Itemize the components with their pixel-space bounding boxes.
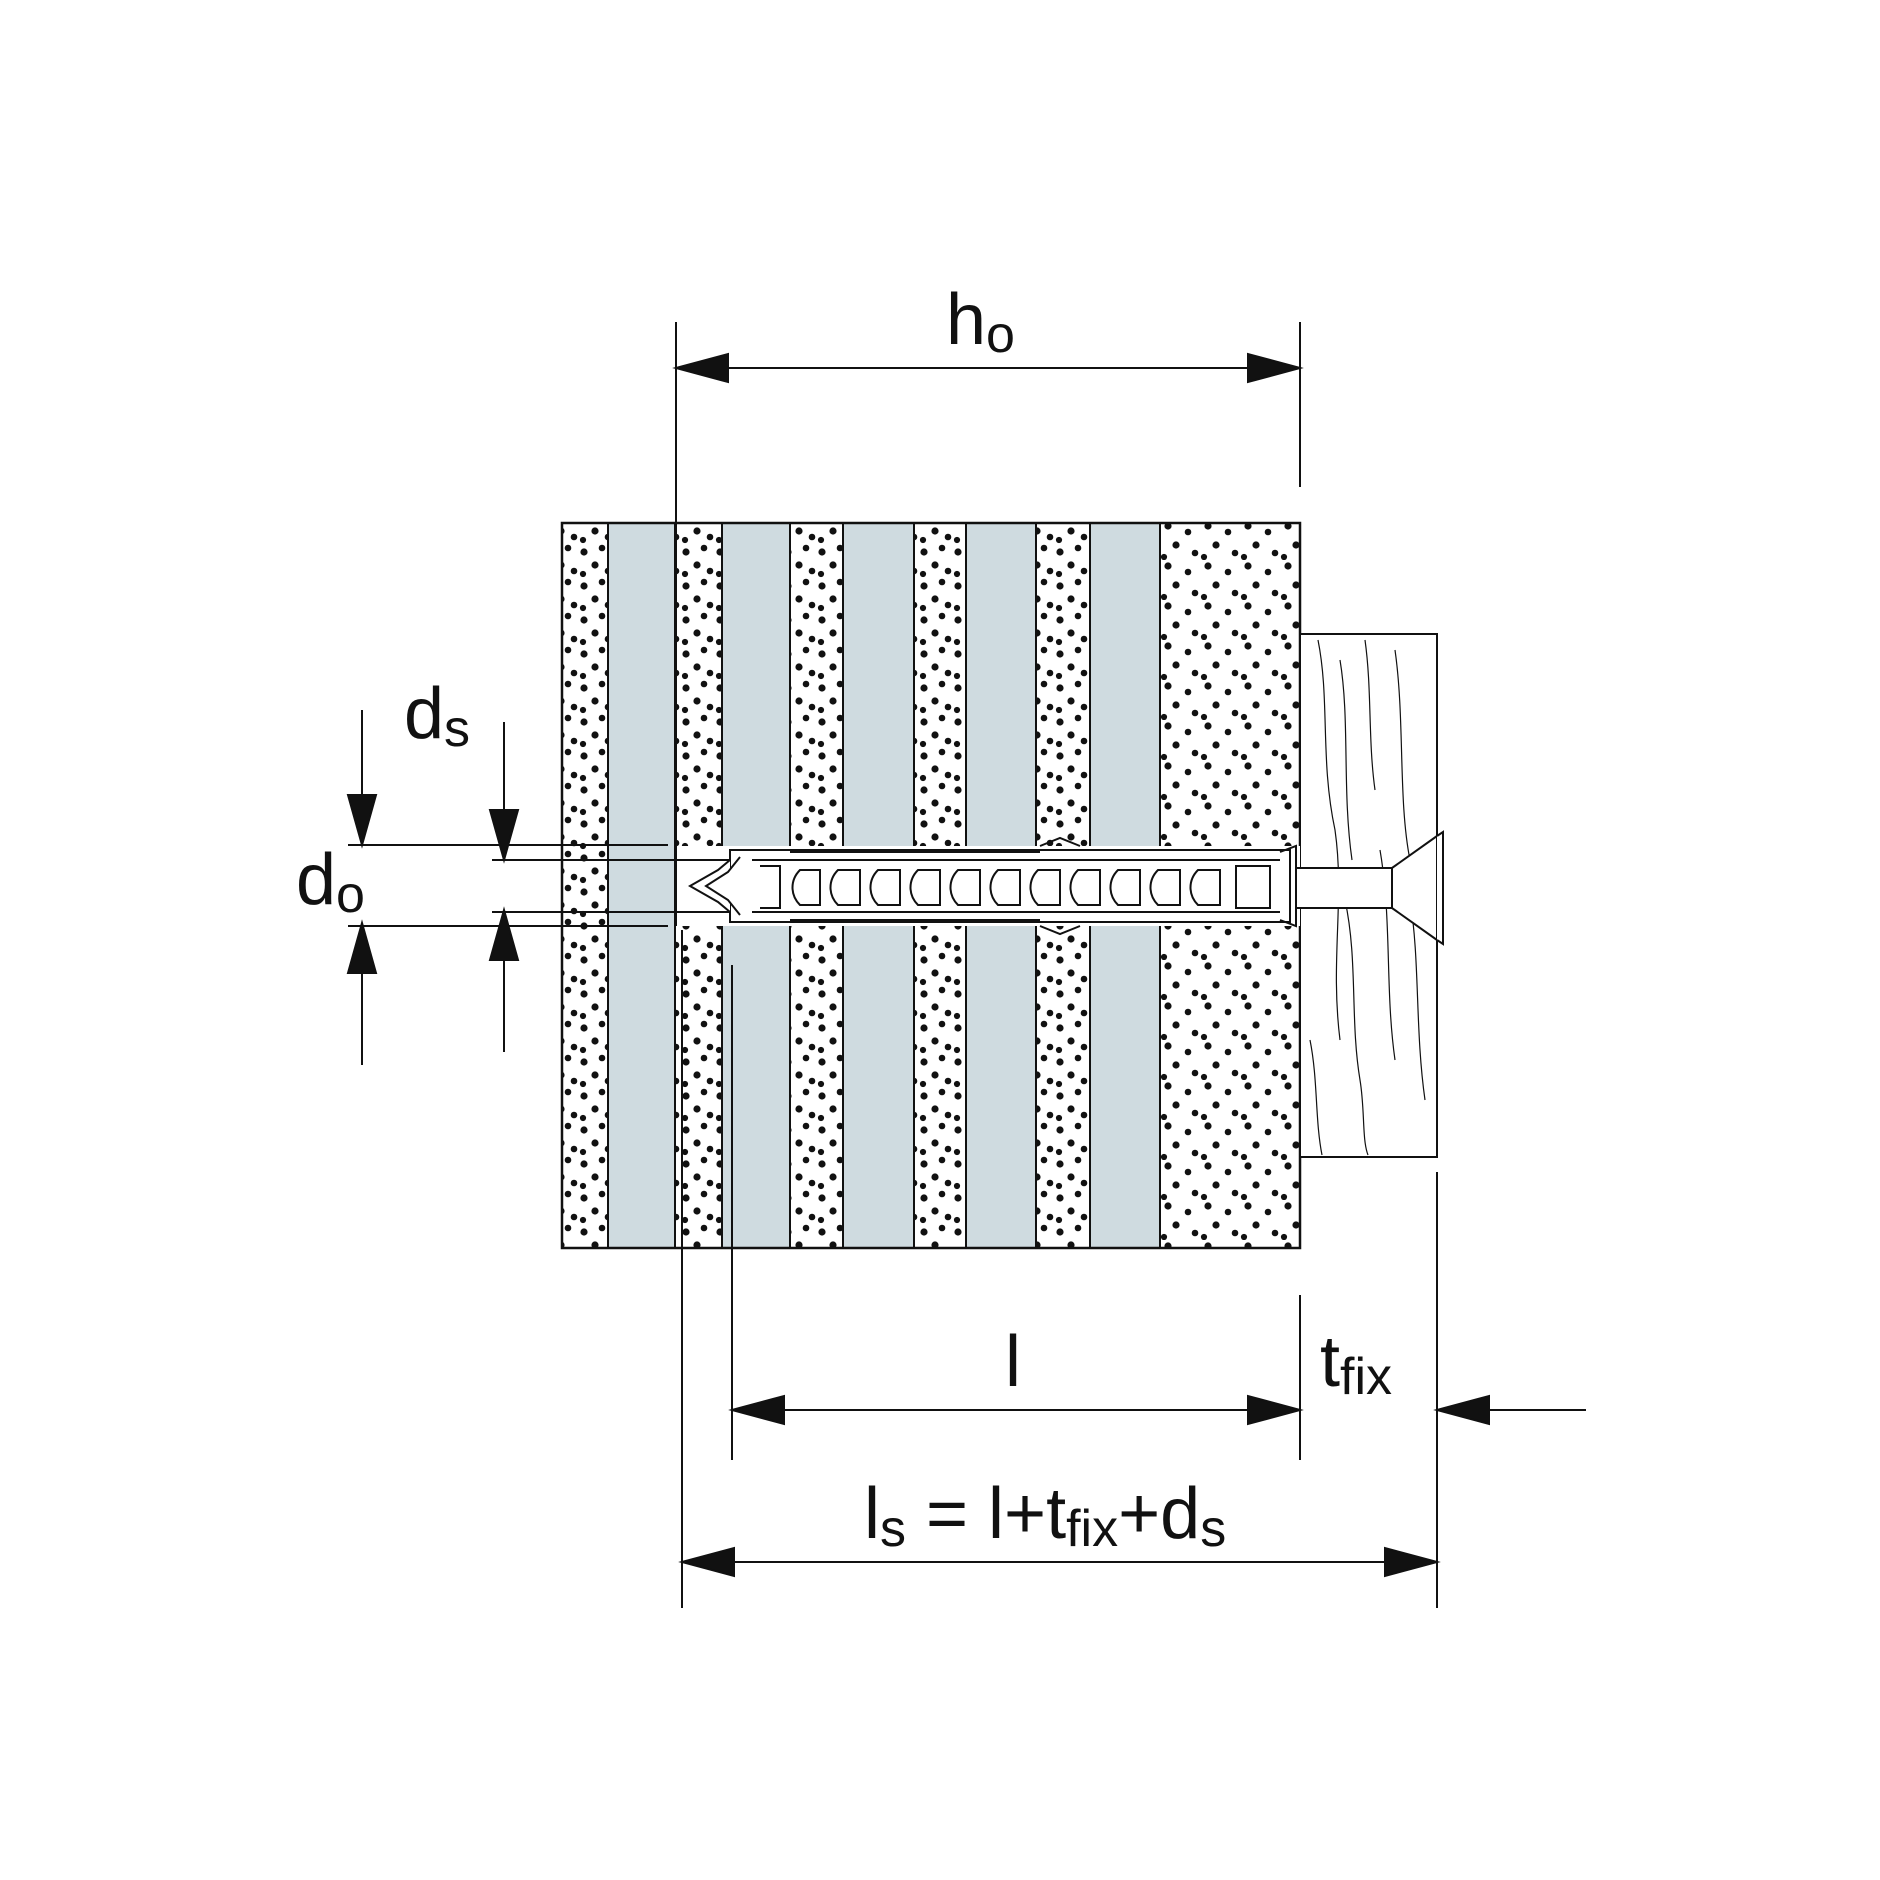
label-l: l — [1005, 1322, 1021, 1402]
dimension-lines — [346, 322, 1586, 1608]
wall-plug — [687, 836, 1297, 936]
label-h0: ho — [946, 280, 1015, 364]
countersunk-screw — [1295, 830, 1444, 946]
label-tfix: tfix — [1320, 1322, 1392, 1406]
label-ls-formula: ls = l+tfix+ds — [864, 1474, 1226, 1558]
masonry-web — [561, 522, 609, 1249]
label-ds: ds — [404, 674, 470, 758]
label-d0: do — [296, 840, 365, 924]
